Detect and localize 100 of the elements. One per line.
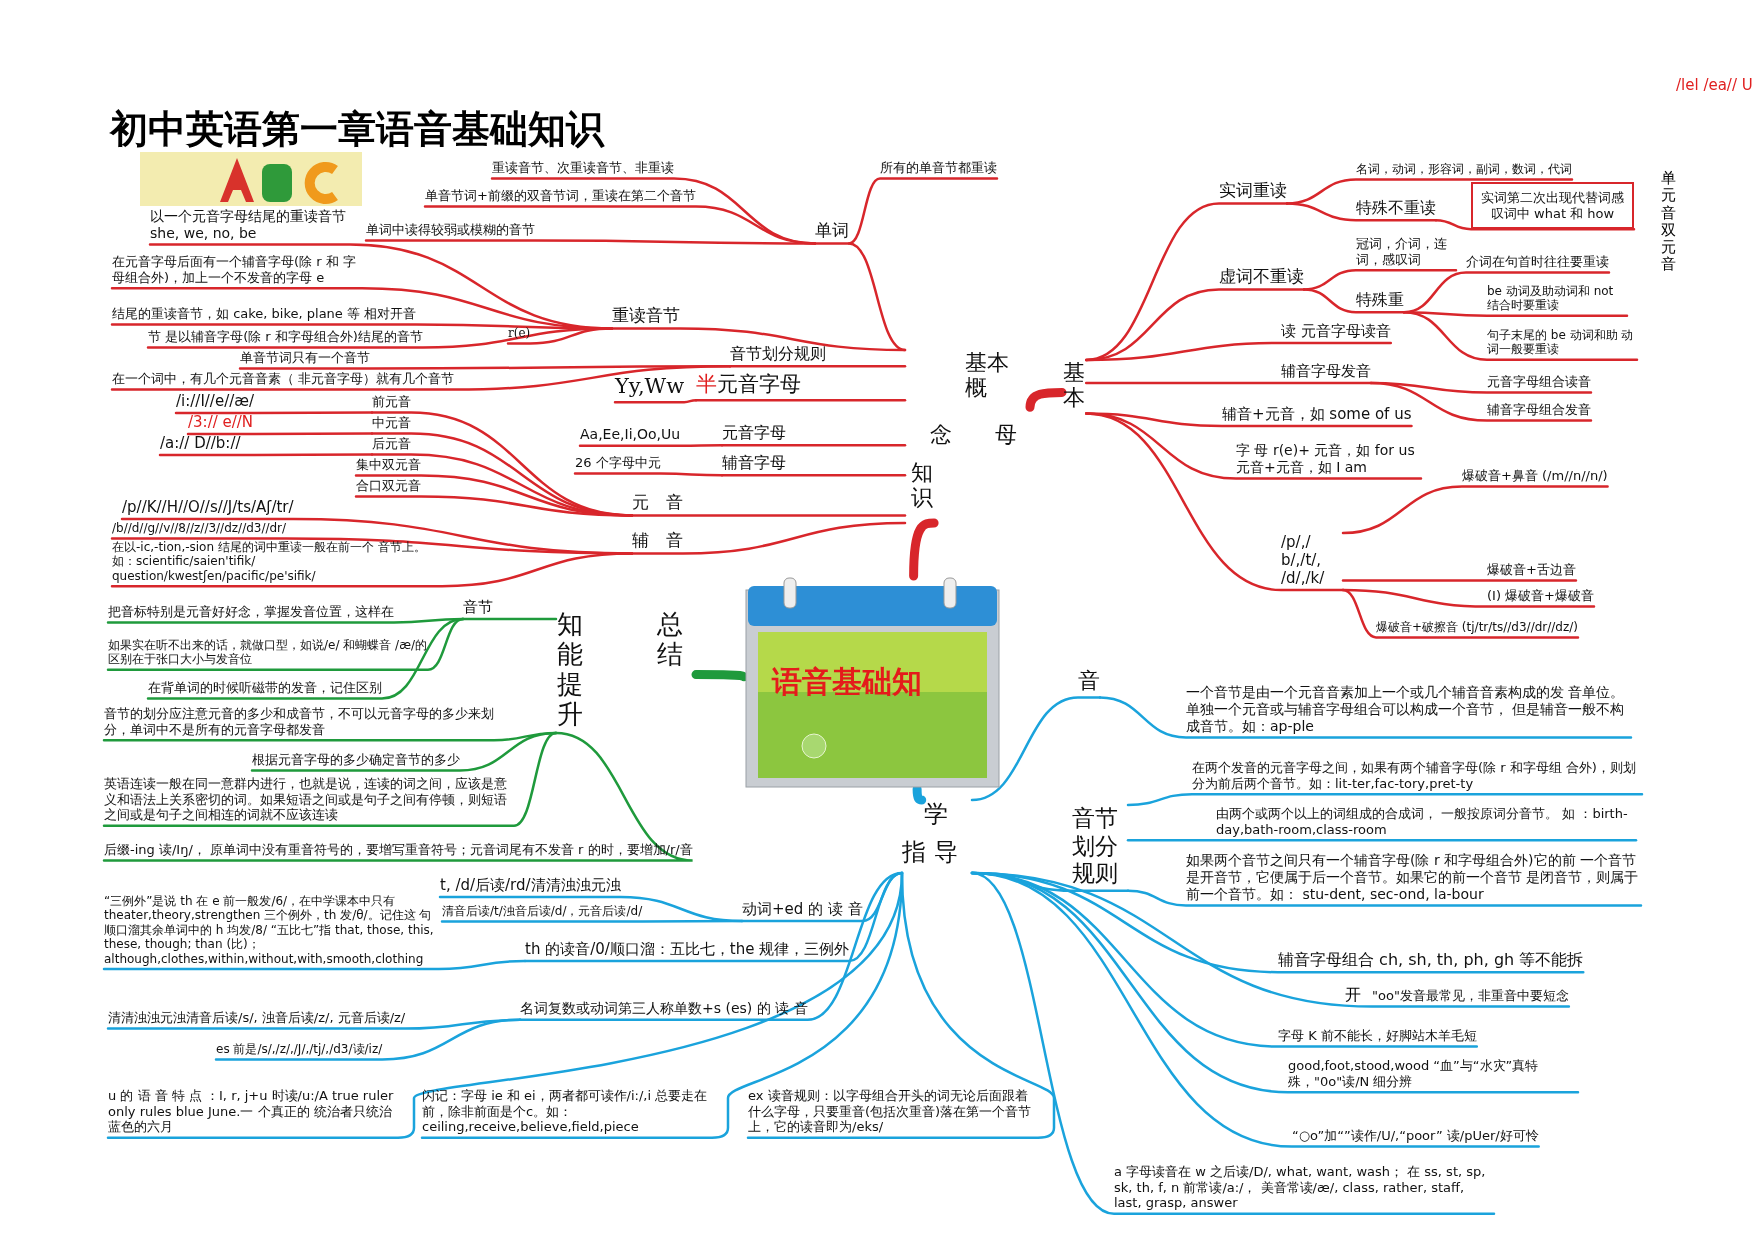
branch-line — [746, 871, 1056, 1140]
branch-line — [728, 364, 907, 368]
branch-line — [630, 521, 907, 555]
branch-label: 辅音+元音，如 some of us — [1222, 405, 1412, 426]
branch-line — [1402, 310, 1639, 362]
branch-label: 元音字母组合读音 — [1487, 374, 1591, 393]
branch-topic: 特殊重 — [1356, 290, 1404, 313]
branch-label: 根据元音字母的多少确定音节的多少 — [252, 752, 460, 771]
branch-topic: 音节划分规则 — [730, 344, 826, 367]
branch-topic: 动词+ed 的 读 音 — [742, 900, 863, 921]
branch-label: 清音后读/t/浊音后读/d/，元音后读/d/ — [442, 904, 643, 922]
branch-topic: 辅音字母组合 ch, sh, th, ph, gh 等不能拆 — [1278, 950, 1584, 973]
branch-label: 爆破音+破擦音 (tj/tr/ts//d3//dr//dz/) — [1376, 620, 1578, 638]
branch-label: 结尾的重读音节，如 cake, bike, plane 等 相对开音 — [112, 306, 417, 325]
branch-label: 所有的单音节都重读 — [880, 160, 997, 179]
branch-label: ex 读音规则：以字母组合开头的词无论后面跟着什么字母，只要重音(包括次重音)落在第一个音节上，它的读音即为/eks/ — [748, 1088, 1038, 1138]
branch-line — [694, 398, 907, 402]
branch-topic: 辅 音 — [632, 530, 683, 554]
branch-topic: 实词重读 — [1219, 180, 1287, 204]
branch-label: 在元音字母后面有一个辅音字母(除 r 和 字母组合外)，加上一个不发音的字母 e — [112, 254, 362, 289]
branch-label: 爆破音+舌边音 — [1487, 562, 1576, 581]
topic-label: 学 — [924, 800, 948, 829]
branch-label: Yy,Ww — [615, 374, 685, 403]
branch-label: 合口双元音 — [356, 478, 421, 497]
branch-line — [970, 696, 1102, 802]
branch-label: 由两个或两个以上的词组成的合成词， 一般按原词分音节。 如 ：birth-day,bath-room,class-room — [1216, 806, 1636, 841]
branch-label: 如果两个音节之间只有一个辅音字母(除 r 和字母组合外)它的前 一个音节是开音节，它便属于后一个音节。如果它的前一个音节 是闭音节，则属于前一个音节。如： stu-dent, sec-ond, la-bour — [1186, 852, 1641, 906]
branch-line — [1341, 579, 1578, 582]
note-label: /lel /ea// U — [1676, 76, 1753, 94]
branch-line — [1341, 588, 1580, 639]
branch-topic: 辅音字母发音 — [1281, 362, 1371, 383]
branch-line — [720, 473, 907, 477]
branch-label: 前元音 — [372, 394, 411, 413]
branch-label: 音节的划分应注意元音的多少和成音节，不可以元音字母的多少来划分，单词中不是所有的元音字母都发音 — [104, 706, 494, 741]
branch-line — [1126, 889, 1643, 907]
branch-line — [146, 617, 465, 700]
branch-label: 单音节词只有一个音节 — [240, 350, 370, 369]
branch-line — [1434, 218, 1636, 231]
branch-topic: 基本 — [1062, 360, 1087, 414]
topic-label: 基本概 — [965, 350, 1010, 401]
branch-topic: 虚词不重读 — [1219, 266, 1304, 290]
branch-label: 重读音节、次重读音节、非重读 — [492, 160, 674, 179]
branch-label: 如果实在听不出来的话，就做口型，如说/e/ 和蝴蝶音 /æ/的区别在于张口大小与发音位 — [108, 638, 428, 670]
branch-label: "oo"发音最常见，非重音中要短念 — [1372, 988, 1569, 1007]
branch-line — [970, 871, 1496, 1216]
branch-label: 26 个字母中元 — [575, 455, 661, 474]
branch-line — [1369, 381, 1593, 422]
branch-topic: th 的读音/0/顺口溜：五比七，the 规律，三例外 — [525, 940, 850, 961]
branch-line — [720, 443, 907, 447]
branch-line — [613, 398, 698, 404]
phonetic-label: /p/,/ b/,/t/, /d/,/k/ — [1281, 533, 1343, 590]
branch-label: 一个音节是由一个元音音素加上一个或几个辅音音素构成的发 音单位。单独一个元音或与辅音字母组合可以构成一个音节， 但是辅音一般不构成音节。如：ap-ple — [1186, 684, 1631, 738]
branch-label: 在一个词中，有几个元音音素（ 非元音字母）就有几个音节 — [112, 371, 455, 390]
branch-line — [1341, 485, 1609, 535]
topic-label: 念 — [930, 422, 952, 449]
branch-line — [102, 731, 694, 862]
branch-label: 清清浊浊元浊清音后读/s/, 浊音后读/z/, 元音后读/z/ — [108, 1010, 406, 1029]
branch-line — [1126, 838, 1638, 842]
topic-label: 知识 — [910, 460, 935, 511]
topic-label: 母 — [995, 422, 1017, 449]
branch-topic: 音 — [1078, 668, 1100, 698]
branch-topic: 重读音节 — [612, 305, 680, 329]
branch-label: 在两个发音的元音字母之间，如果有两个辅音字母(除 r 和字母组 合外)，则划分为前后两个音节。如：lit-ter,fac-tory,pret-ty — [1192, 760, 1642, 795]
branch-line — [102, 731, 558, 828]
branch-label: 在以-ic,-tion,-sion 结尾的词中重读一般在前一个 音节上。如：scientific/saien'tifik/ question/kwestʃen/pacific/pe'sifik/ — [112, 540, 442, 587]
branch-label: u 的 语 音 特 点 ：I, r, j+u 时读/u:/A true ruler only rules blue June.一 个真正的 统治者只统治蓝色的六月 — [108, 1088, 398, 1138]
branch-line — [518, 871, 904, 1022]
branch-topic: 元音字母 — [722, 423, 786, 446]
branch-line — [102, 959, 527, 971]
branch-topic: 特殊不重读 — [1356, 198, 1436, 221]
topic-label: 总结 — [656, 610, 685, 670]
branch-line — [1025, 387, 1067, 412]
branch-label: 介词在句首时往往要重读 — [1466, 254, 1609, 273]
branch-label: 后元音 — [372, 436, 411, 455]
branch-label: 节 是以辅音字母(除 r 和字母组合外)结尾的音节 — [148, 329, 423, 348]
branch-line — [1084, 412, 1345, 592]
branch-line — [214, 1018, 522, 1061]
branch-label: 辅音字母组合发音 — [1487, 402, 1591, 421]
branch-line — [106, 617, 465, 672]
branch-line — [506, 327, 614, 345]
branch-label: 句子末尾的 be 动词和助 动词一般要重读 — [1487, 328, 1637, 360]
phonetic-label: /3:// e//N — [188, 413, 254, 434]
branch-topic: 单词 — [815, 220, 849, 244]
branch-label: 爆破音+鼻音 (/m//n//n/) — [1462, 468, 1608, 487]
branch-label: es 前是/s/,/z/,/J/,/tj/,/d3/读/iz/ — [216, 1042, 383, 1060]
branch-line — [440, 919, 744, 923]
branch-label: 冠词，介词，连词，感叹词 — [1356, 236, 1456, 271]
branch-label: 单词中读得较弱或模糊的音节 — [366, 222, 535, 241]
branch-line — [1126, 792, 1644, 807]
branch-line — [1302, 288, 1406, 314]
branch-line — [186, 432, 374, 436]
branch-label: 以一个元音字母结尾的重读音节 she, we, no, be — [150, 208, 350, 245]
branch-topic: 辅音字母 — [722, 453, 786, 476]
phonetic-label: /p//K//H//O//s//J/ts/Aʃ/tr/ — [122, 498, 294, 519]
branch-line — [523, 871, 904, 963]
branch-topic: 读 元音字母读音 — [1281, 322, 1391, 343]
branch-line — [354, 495, 634, 517]
branch-line — [847, 177, 999, 245]
branch-label: t, /d/后读/rd/清清浊浊元浊 — [440, 876, 621, 897]
branch-label: be 动词及助动词和 not 结合时要重读 — [1487, 284, 1627, 316]
